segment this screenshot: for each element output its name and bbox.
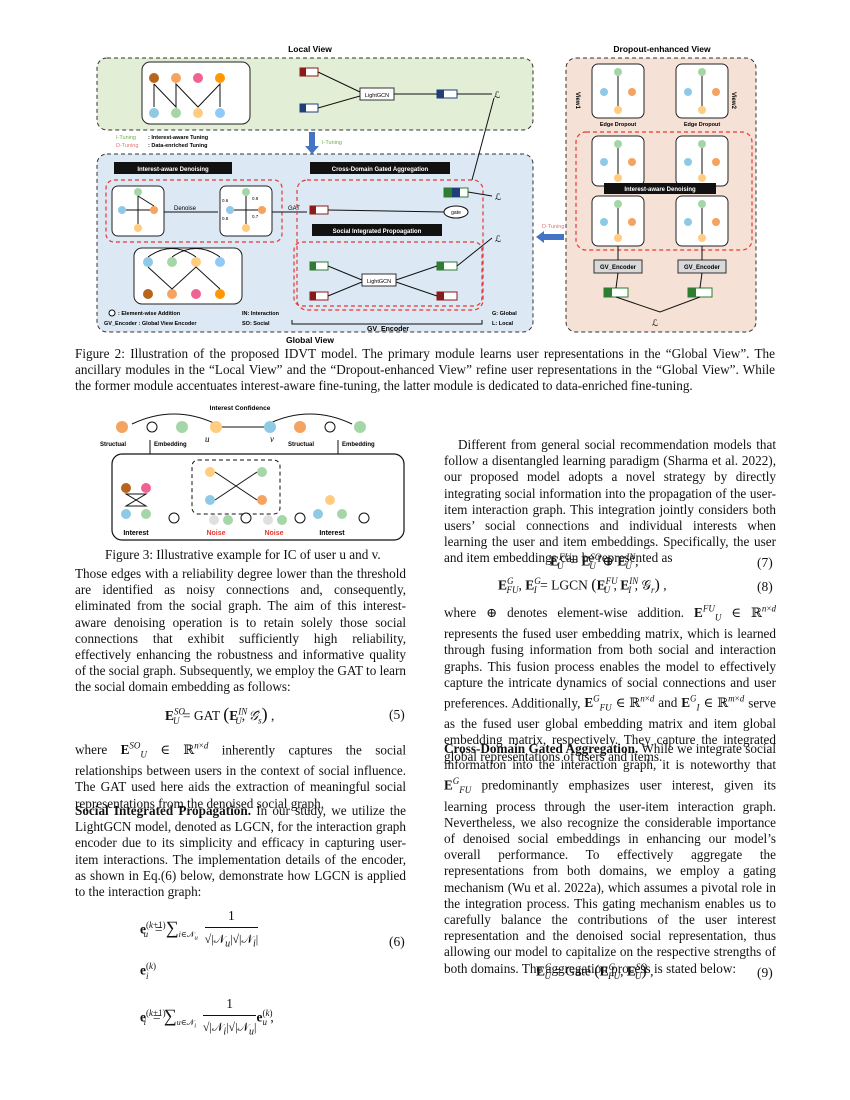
edge-dropout-1: Edge Dropout [600, 122, 637, 128]
lightgcn-local-label: LightGCN [365, 93, 389, 99]
dropout-denoising-title: Interest-aware Denoising [624, 187, 696, 193]
equation-5: ESOU = GAT (EINU, 𝒢̂s) , [165, 704, 275, 726]
social-prop-title: Social Integrated Propoagation [333, 229, 422, 235]
eq7-number: (7) [757, 555, 773, 570]
equation-8: EGFU, EGI = LGCN (EFUU , EINI , 𝒢r) , [498, 576, 667, 596]
edge-dropout-2: Edge Dropout [684, 122, 721, 128]
i-tuning-desc: : Interest-aware Tuning [148, 135, 208, 141]
structual-right: Structual [288, 442, 314, 448]
loss-bpr: ℒ [495, 234, 501, 244]
legend-in: IN: Interaction [242, 311, 280, 317]
loss-inter: ℒ [652, 318, 658, 328]
view1-label: View1 [574, 92, 580, 110]
eq8-number: (8) [757, 579, 773, 594]
weight-2: 0.7 [252, 214, 259, 219]
local-graph [149, 73, 225, 118]
dropout-view-title: Dropout-enhanced View [613, 44, 711, 54]
i-tuning-legend: I-Tuning [116, 135, 136, 141]
gat-label: GAT [288, 206, 300, 212]
gate-label: gate [451, 210, 461, 216]
structual-left: Structual [100, 442, 126, 448]
right-para-3: Cross-Domain Gated Aggregation. While we… [444, 741, 777, 976]
weight-0: 0.6 [222, 198, 229, 203]
legend-l: L: Local [492, 321, 514, 327]
denoise-graph-right: 0.6 0.9 0.7 0.8 [222, 188, 266, 232]
figure-2-diagram: Local View LightGCN ℒ I-Tuning : Interes… [96, 44, 757, 345]
weight-3: 0.8 [222, 216, 229, 221]
embedding-right: Embedding [342, 442, 375, 448]
legend-add: : Element-wise Addition [118, 311, 181, 317]
d-tuning-arrow: D-Tuning [542, 224, 564, 230]
fig3-inner [121, 467, 370, 525]
gv-encoder-view2: GV_Encoder [684, 265, 721, 271]
denoise-graph-left [118, 188, 158, 232]
left-para-3: Social Integrated Propagation. In our st… [75, 803, 407, 900]
right-para-1: Different from general social recommenda… [444, 437, 776, 566]
view2-label: View2 [730, 92, 736, 110]
lightgcn-global-label: LightGCN [367, 279, 391, 285]
legend-g: G: Global [492, 311, 517, 317]
global-graph [143, 248, 225, 299]
cross-domain-title: Cross-Domain Gated Aggregation [332, 167, 429, 173]
figure-3-caption: Figure 3: Illustrative example for IC of… [105, 547, 381, 562]
loss-gl: ℒ [494, 90, 500, 100]
d-tuning-desc: : Data-enriched Tuning [148, 143, 207, 149]
interest-right: Interest [319, 530, 345, 537]
i-tuning-arrow: I-Tuning [322, 140, 342, 146]
embedding-left: Embedding [154, 442, 187, 448]
gv-encoder-view1: GV_Encoder [600, 265, 637, 271]
interest-left: Interest [123, 530, 149, 537]
local-view-title: Local View [288, 44, 332, 54]
noise-2: Noise [264, 530, 283, 537]
equation-7: EFUU = ESOU ⊕ EINU , [550, 552, 639, 572]
denoise-label: Denoise [174, 206, 197, 212]
global-view-title: Global View [286, 335, 334, 345]
figure-2-caption: Figure 2: Illustration of the proposed I… [75, 346, 775, 394]
legend-so: SO: Social [242, 321, 270, 327]
denoising-title: Interest-aware Denoising [137, 167, 209, 173]
left-para-1: Those edges with a reliability degree lo… [75, 566, 406, 695]
eq9-number: (9) [757, 965, 773, 980]
d-tuning-legend: D-Tuning [116, 143, 138, 149]
legend-gv: GV_Encoder : Global View Encoder [104, 321, 197, 327]
equation-6: e(k+1)u = ∑i∈𝒩u 1√|𝒩u|√|𝒩i|e(k)i e(k+1)i… [140, 905, 274, 1043]
gv-encoder-label: GV_Encoder [367, 326, 409, 333]
eq6-number: (6) [389, 934, 405, 949]
interest-confidence-label: Interest Confidence [210, 405, 271, 412]
loss-intra: ℒ [495, 192, 501, 202]
weight-1: 0.9 [252, 196, 259, 201]
noise-1: Noise [206, 530, 225, 537]
equation-9: EGU = Gate (EGFU, ESOU) , [536, 962, 654, 982]
eq5-number: (5) [389, 707, 405, 722]
dropout-mini-graphs [600, 68, 720, 242]
right-para-2: where ⊕ denotes element-wise addition. E… [444, 604, 777, 764]
figure-3-diagram: Interest Confidence u v Structual Embedd… [100, 405, 405, 541]
user-v: v [270, 434, 274, 444]
left-para-2: where ESOU ∈ ℝn×d inherently captures th… [75, 741, 406, 811]
user-u: u [205, 434, 210, 444]
